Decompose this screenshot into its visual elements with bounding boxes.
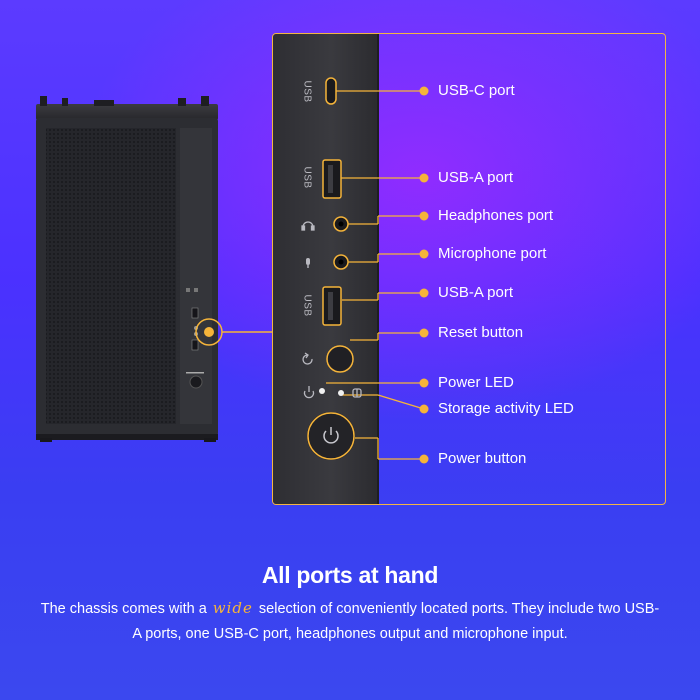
usb-a-tag-2: USB — [301, 294, 313, 317]
callout-power: Power button — [438, 450, 527, 467]
callout-usb-c: USB-C port — [438, 82, 515, 99]
headline: All ports at hand — [261, 562, 439, 588]
callout-headphones: Headphones port — [438, 207, 554, 224]
callout-power-led: Power LED — [438, 374, 514, 391]
callout-usb-a-2: USB-A port — [438, 284, 514, 301]
power-icon — [323, 427, 339, 444]
callout-microphone: Microphone port — [438, 245, 547, 262]
body-text-start: The chassis comes with a — [40, 601, 207, 617]
reset-icon — [302, 352, 313, 365]
usb-c-port-shape — [325, 77, 337, 105]
storage-led-icon — [352, 388, 362, 398]
callout-storage-led: Storage activity LED — [438, 400, 574, 417]
callout-usb-a-1: USB-A port — [438, 169, 514, 186]
storage-led-shape — [338, 390, 344, 396]
power-led-shape — [319, 388, 325, 394]
usb-a-tag-1: USB — [301, 166, 313, 189]
usb-c-tag: USB — [301, 80, 313, 103]
headphones-icon — [301, 221, 315, 231]
reset-button-shape — [326, 345, 354, 373]
power-led-icon — [303, 386, 315, 399]
body-text-end: selection of conveniently located ports.… — [132, 601, 660, 642]
body-emphasis-word: wide — [212, 599, 253, 617]
callout-reset: Reset button — [438, 324, 524, 341]
microphone-icon — [306, 258, 310, 268]
